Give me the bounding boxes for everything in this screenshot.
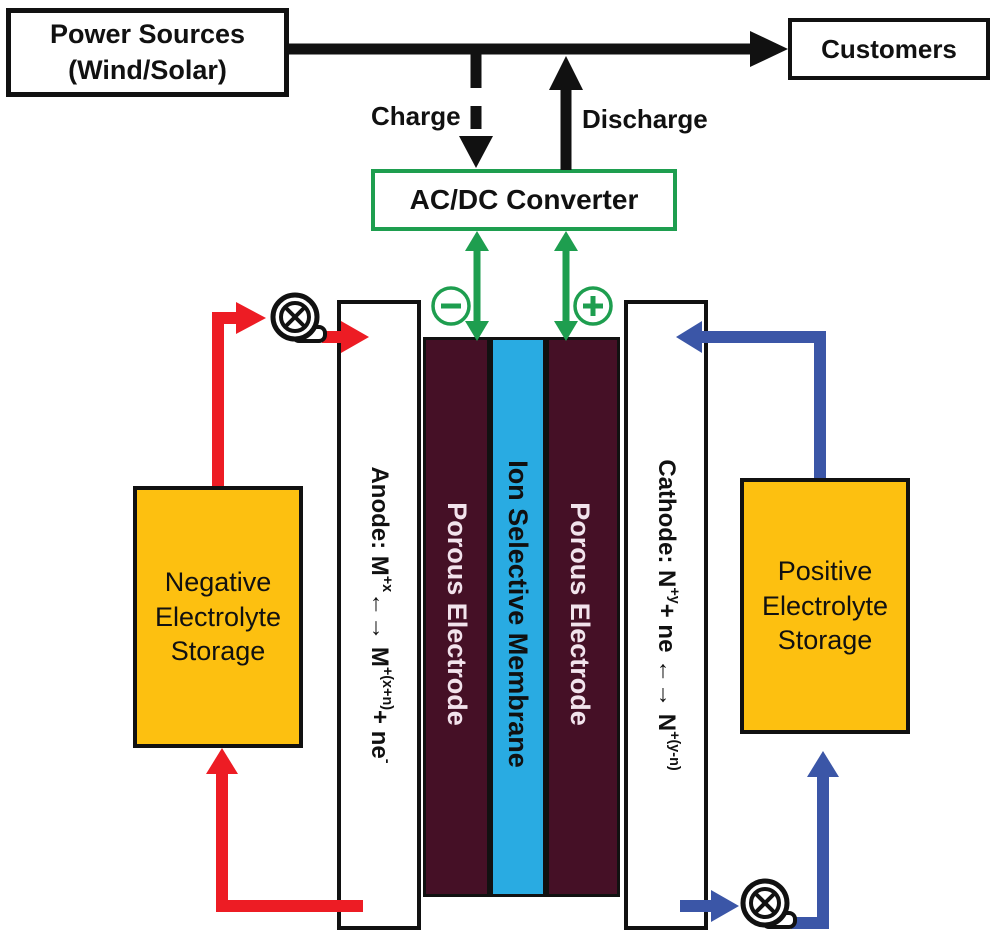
customers-box: Customers: [788, 18, 990, 80]
converter-anode-link-arrow: [465, 231, 489, 341]
ion-selective-membrane-block: [490, 337, 546, 897]
porous-electrode-left-block: [423, 337, 490, 897]
ion-selective-membrane-label: Ion Selective Membrane: [503, 460, 534, 768]
anode-reaction-label: Anode: M+x ←→ M+(x+n) + ne-: [366, 466, 395, 764]
porous-electrode-right-label: Porous Electrode: [565, 502, 596, 726]
negative-electrolyte-storage-box: Negative Electrolyte Storage: [133, 486, 303, 748]
positive-terminal-icon: [573, 286, 613, 326]
pump-icon-left: [273, 295, 325, 341]
cathode-half-cell-box: [624, 300, 708, 930]
porous-electrode-right-block: [546, 337, 620, 897]
positive-loop-return-line: [791, 751, 839, 929]
charge-arrow: [459, 54, 493, 168]
discharge-arrow: [549, 56, 583, 170]
cathode-reaction-label: Cathode: N+y + ne ←→ N+(y-n): [653, 459, 682, 771]
negative-terminal-icon: [431, 286, 471, 326]
negative-loop-supply-line: [212, 302, 266, 486]
charge-label: Charge: [371, 101, 461, 131]
power-bus-arrow: [289, 31, 788, 67]
power-sources-box: Power Sources (Wind/Solar): [6, 8, 289, 97]
pump-icon-right: [743, 881, 795, 927]
discharge-label: Discharge: [582, 104, 708, 134]
ac-dc-converter-box: AC/DC Converter: [371, 169, 677, 231]
positive-electrolyte-storage-box: Positive Electrolyte Storage: [740, 478, 910, 734]
converter-cathode-link-arrow: [554, 231, 578, 341]
porous-electrode-left-label: Porous Electrode: [442, 502, 473, 726]
